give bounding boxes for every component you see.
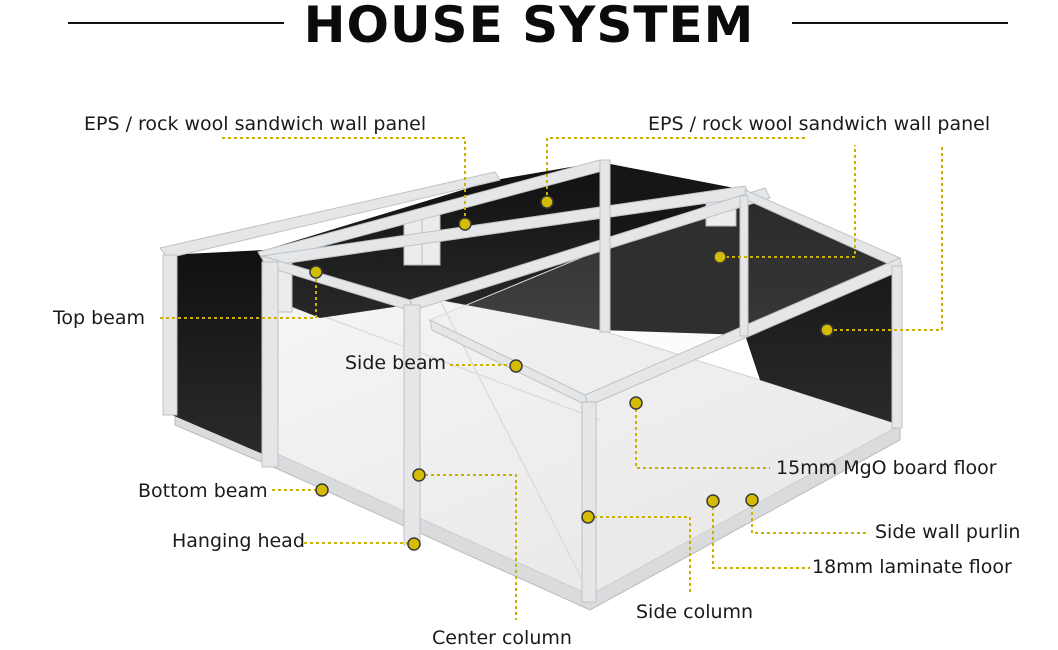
diagram-title: HOUSE SYSTEM	[303, 0, 755, 54]
label-side-wall-purlin: Side wall purlin	[875, 521, 1021, 543]
label-bottom-beam: Bottom beam	[138, 480, 268, 502]
label-hanging-head: Hanging head	[172, 530, 305, 552]
label-center-column: Center column	[432, 627, 572, 649]
frame	[159, 159, 903, 603]
callout-lines	[160, 137, 943, 620]
label-wall-panel-left: EPS / rock wool sandwich wall panel	[84, 113, 427, 135]
label-mgo-floor: 15mm MgO board floor	[776, 457, 997, 479]
title-rule-left	[68, 22, 284, 24]
label-side-column: Side column	[636, 601, 754, 623]
floor-seam	[439, 299, 591, 596]
callout-dots	[309, 195, 834, 551]
left-wall-panel	[165, 250, 265, 455]
title-rule-right	[792, 22, 1008, 24]
label-side-beam: Side beam	[345, 352, 447, 374]
label-laminate-floor: 18mm laminate floor	[812, 556, 1012, 578]
label-wall-panel-right: EPS / rock wool sandwich wall panel	[648, 113, 991, 135]
floor-seam	[319, 314, 601, 421]
label-top-beam: Top beam	[53, 307, 146, 329]
